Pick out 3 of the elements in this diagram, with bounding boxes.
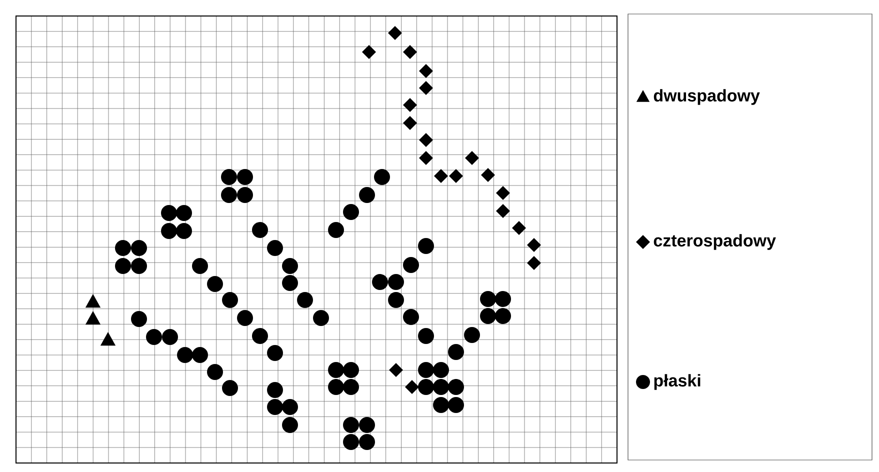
legend-item: dwuspadowy (636, 89, 760, 105)
legend-item: płaski (636, 374, 700, 390)
legend-item: czterospadowy (636, 234, 776, 250)
